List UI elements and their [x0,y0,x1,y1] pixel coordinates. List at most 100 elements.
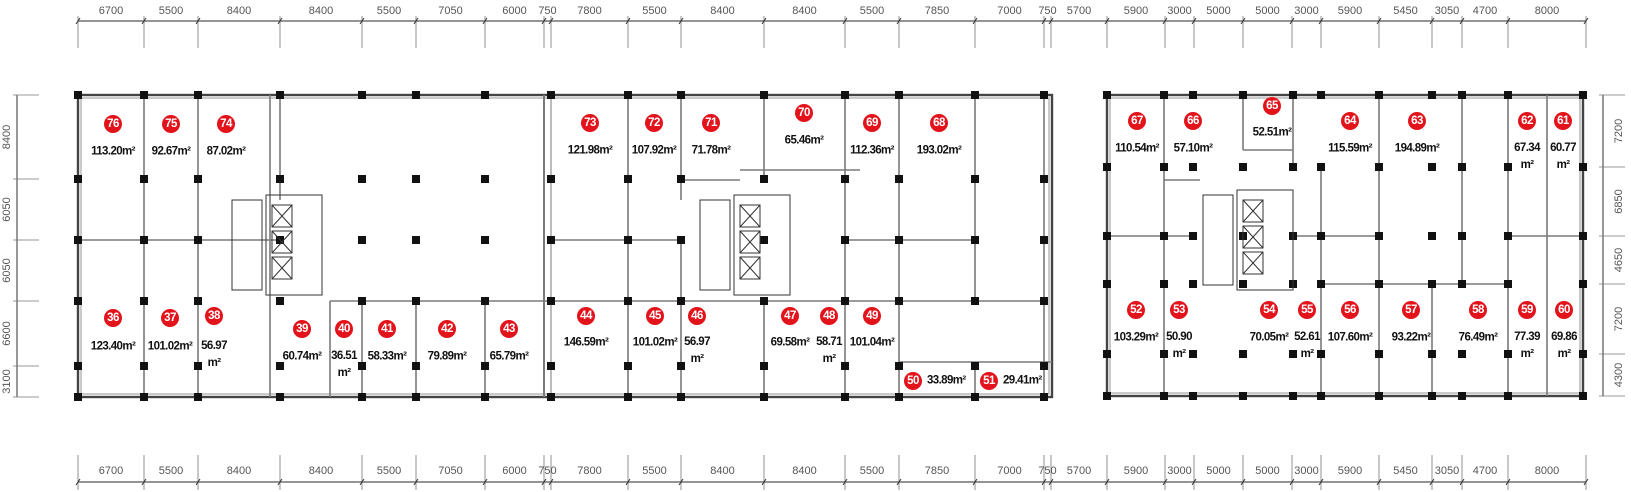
area-value: 146.59 [563,336,596,349]
elevator-x [739,230,761,254]
column [412,236,420,244]
column [624,91,632,99]
area-unit: m² [1520,348,1534,360]
unit-number-badge: 65 [1263,97,1281,115]
column [1103,232,1111,240]
area-unit: m² [232,145,246,158]
column [760,236,768,244]
area-unit: m² [1484,331,1498,344]
column [358,91,366,99]
area-unit: m² [881,336,895,349]
bottom-dim-label: 8000 [1535,465,1559,477]
left-dim-label: 3100 [1,369,13,393]
area-unit: m² [1359,142,1372,155]
column [1428,232,1436,240]
column [1160,163,1168,171]
dim-tick-mark [1505,478,1511,486]
unit-number-badge: 58 [1469,301,1487,319]
column [1160,91,1168,99]
area-unit: m² [599,144,613,157]
dim-tick-mark [277,478,283,486]
column [841,297,849,305]
column [1458,392,1466,400]
area-unit: m² [1557,348,1571,360]
area-value: 107.92 [631,144,664,157]
column [1317,350,1325,358]
area-value: 87.02 [206,145,233,158]
area-value: 50.90 [1166,331,1192,343]
column [1040,91,1048,99]
unit-number-badge: 44 [577,307,595,325]
unit-number-badge: 71 [702,114,720,132]
area-value: 60.77 [1550,142,1576,154]
column [677,175,685,183]
unit-area: 103.29m² [1114,330,1159,347]
top-dim-label: 750 [538,5,556,17]
area-value: 115.59 [1328,142,1360,155]
dim-tick-mark [413,17,419,25]
column [1428,280,1436,288]
bottom-dim-label: 5700 [1067,465,1091,477]
dim-tick-mark [1318,17,1324,25]
unit-area: 123.40m² [91,339,136,356]
area-value: 33.89 [927,374,953,387]
walls [76,93,1585,399]
unit-number-badge: 43 [500,320,518,338]
area-value: 77.39 [1514,331,1540,343]
dim-tick-mark [1429,478,1435,486]
elevator-x [1242,251,1264,275]
column [1375,392,1383,400]
column [1289,91,1297,99]
column [74,297,82,305]
column [547,297,555,305]
column [1579,91,1587,99]
unit-area: 87.02m² [207,144,246,161]
exterior-wall [76,93,1054,399]
elevator-shaft [739,204,761,228]
column [1428,350,1436,358]
unit-number-badge: 54 [1260,301,1278,319]
top-dim-label: 8400 [227,5,251,17]
unit-number-badge: 68 [930,114,948,132]
elevator-shaft [271,230,293,254]
dim-tick-mark [972,17,978,25]
elevator-x [739,256,761,280]
elevator-shaft [271,204,293,228]
bottom-dim-label: 8400 [792,465,816,477]
elevator-x [271,256,293,280]
unit-number-badge: 66 [1184,112,1202,130]
elevator-shaft [1242,251,1264,275]
unit-number-badge: 73 [581,114,599,132]
area-unit: m² [393,350,407,363]
column [1160,232,1168,240]
dim-tick-mark [141,17,147,25]
top-dim-label: 5500 [860,5,884,17]
dim-tick-mark [1289,478,1295,486]
unit-area: 101.04m² [850,335,895,352]
dim-tick-mark [541,17,547,25]
column [1317,280,1325,288]
bottom-dim-label: 5500 [642,465,666,477]
bottom-dim-label: 5000 [1206,465,1230,477]
top-dim-label: 7850 [925,5,949,17]
column [760,91,768,99]
dim-tick-mark [761,17,767,25]
column [1579,392,1587,400]
dim-tick-mark [482,478,488,486]
unit-number-badge: 36 [104,309,122,327]
unit-area: 193.02m² [917,143,962,160]
unit-number-badge: 48 [820,307,838,325]
column [841,175,849,183]
bottom-dim-label: 6700 [99,465,123,477]
dim-tick-mark [1376,478,1382,486]
column [760,362,768,370]
column [677,297,685,305]
column [140,175,148,183]
column [140,91,148,99]
top-dim-label: 5900 [1124,5,1148,17]
column [194,236,202,244]
unit-area: 146.59m² [563,335,609,352]
dim-tick-mark [625,478,631,486]
bottom-dim-label: 7050 [438,465,462,477]
